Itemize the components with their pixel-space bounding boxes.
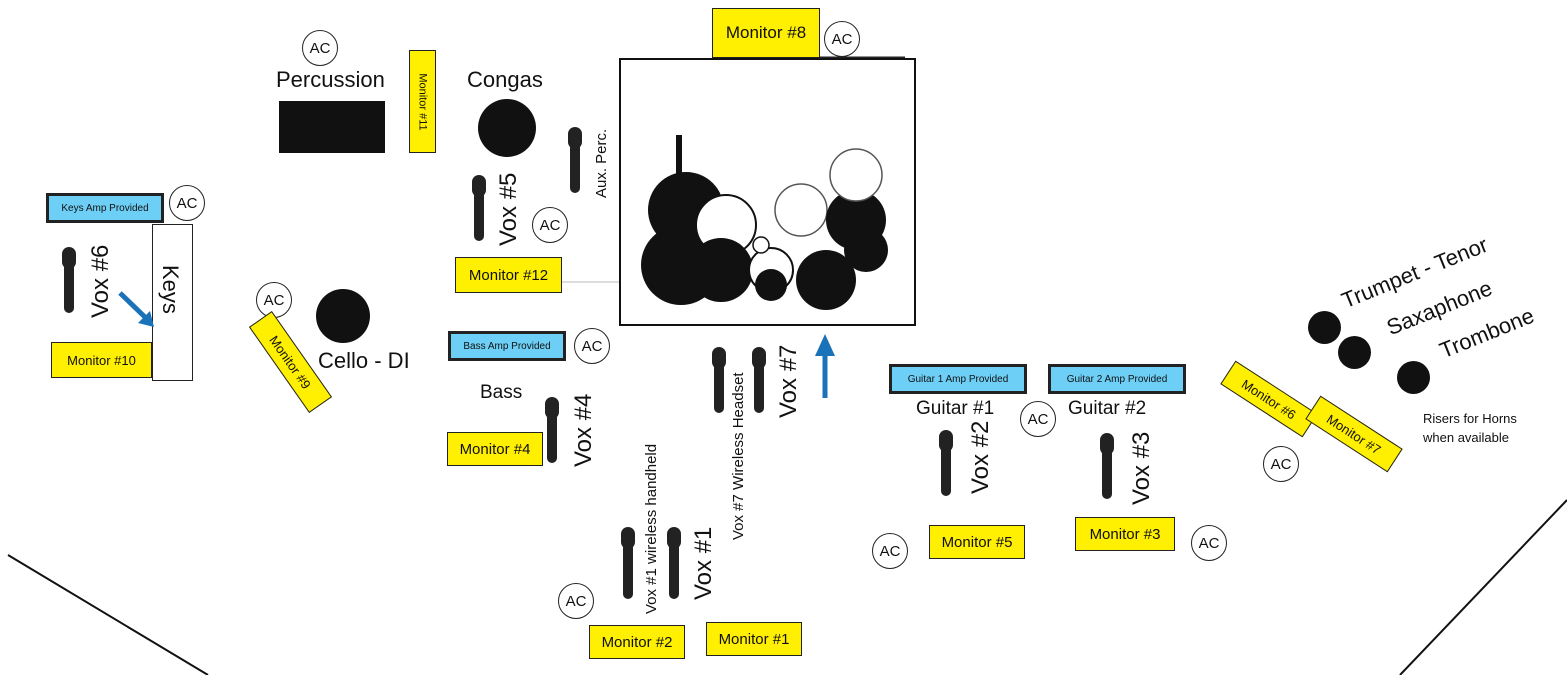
monitor-3-label: Monitor #3 <box>1089 525 1161 543</box>
vox-4-label: Vox #4 <box>570 393 597 467</box>
mic-vox-1-wireless <box>621 527 635 599</box>
ac-outlet-bass: AC <box>574 328 610 364</box>
monitor-12: Monitor #12 <box>455 257 562 293</box>
risers-note-line-2: when available <box>1423 430 1510 445</box>
monitor-1-label: Monitor #1 <box>718 630 790 648</box>
risers-note-line-1: Risers for Horns <box>1423 411 1517 426</box>
percussion-table <box>279 101 385 153</box>
monitor-8: Monitor #8 <box>712 8 820 58</box>
percussion-label: Percussion <box>276 67 385 92</box>
mic-vox-3 <box>1100 433 1114 499</box>
ac-outlet-keys: AC <box>169 185 205 221</box>
monitor-11-label: Monitor #11 <box>416 72 429 131</box>
saxophone-position <box>1338 336 1371 369</box>
mic-vox-5 <box>472 175 486 241</box>
monitor-2: Monitor #2 <box>589 625 685 659</box>
guitar-2-label: Guitar #2 <box>1068 398 1147 419</box>
ac-outlet-cello: AC <box>256 282 292 318</box>
mic-aux-perc <box>568 127 582 193</box>
mic-vox-1 <box>667 527 681 599</box>
ac-outlet-percussion: AC <box>302 30 338 66</box>
mic-vox-7-headset <box>712 347 726 413</box>
ac-outlet-horns: AC <box>1263 446 1299 482</box>
monitor-5: Monitor #5 <box>929 525 1025 559</box>
monitor-10: Monitor #10 <box>51 342 152 378</box>
monitor-2-label: Monitor #2 <box>601 633 673 651</box>
bass-amp-label: Bass Amp Provided <box>463 340 551 352</box>
keys-arrow <box>118 291 154 327</box>
monitor-4-label: Monitor #4 <box>459 440 531 458</box>
drum-riser <box>619 58 916 326</box>
keys-amp: Keys Amp Provided <box>46 193 164 223</box>
monitor-12-label: Monitor #12 <box>468 266 549 284</box>
vox-2-label: Vox #2 <box>967 420 994 494</box>
vox-6-label: Vox #6 <box>87 244 114 318</box>
aux-perc-label: Aux. Perc. <box>593 128 610 198</box>
trombone-position <box>1397 361 1430 394</box>
monitor-5-label: Monitor #5 <box>941 533 1013 551</box>
ac-outlet-guitar-2: AC <box>1191 525 1227 561</box>
congas-label: Congas <box>467 67 543 92</box>
vox-7-label: Vox #7 <box>775 344 802 418</box>
mic-vox-4 <box>545 397 559 463</box>
guitar-1-amp-label: Guitar 1 Amp Provided <box>907 373 1009 385</box>
guitar-2-amp-label: Guitar 2 Amp Provided <box>1066 373 1168 385</box>
guitar-1-label: Guitar #1 <box>916 398 995 419</box>
cello-body <box>316 289 370 343</box>
ac-outlet-vox-1: AC <box>558 583 594 619</box>
ac-outlet-monitor-8: AC <box>824 21 860 57</box>
trumpet-position <box>1308 311 1341 344</box>
mic-vox-2 <box>939 430 953 496</box>
monitor-10-label: Monitor #10 <box>67 352 136 368</box>
mic-vox-6 <box>62 247 76 313</box>
congas-drum <box>478 99 536 157</box>
monitor-3: Monitor #3 <box>1075 517 1175 551</box>
cello-label: Cello - DI <box>318 348 410 373</box>
keys-amp-label: Keys Amp Provided <box>61 202 149 214</box>
ac-outlet-guitar-1: AC <box>872 533 908 569</box>
vox-3-label: Vox #3 <box>1128 431 1155 505</box>
guitar-1-amp: Guitar 1 Amp Provided <box>889 364 1027 394</box>
vox-5-label: Vox #5 <box>495 172 522 246</box>
monitor-1: Monitor #1 <box>706 622 802 656</box>
monitor-4: Monitor #4 <box>447 432 543 466</box>
monitor-8-label: Monitor #8 <box>725 23 807 42</box>
stage-edge-left <box>7 554 209 675</box>
mic-vox-7 <box>752 347 766 413</box>
drum-kit-icon <box>641 135 888 310</box>
keys-instrument: Keys <box>152 224 193 381</box>
stage-edge-right <box>1399 499 1567 675</box>
vox-1-wireless-label: Vox #1 wireless handheld <box>643 443 660 614</box>
vox-7-headset-label: Vox #7 Wireless Headset <box>730 372 747 540</box>
ac-outlet-vox-5: AC <box>532 207 568 243</box>
vox-1-label: Vox #1 <box>690 526 717 600</box>
ac-outlet-guitar-mid: AC <box>1020 401 1056 437</box>
monitor-11: Monitor #11 <box>409 50 436 153</box>
bass-label: Bass <box>480 382 523 403</box>
guitar-2-amp: Guitar 2 Amp Provided <box>1048 364 1186 394</box>
bass-amp: Bass Amp Provided <box>448 331 566 361</box>
vox-7-arrow <box>815 334 835 398</box>
